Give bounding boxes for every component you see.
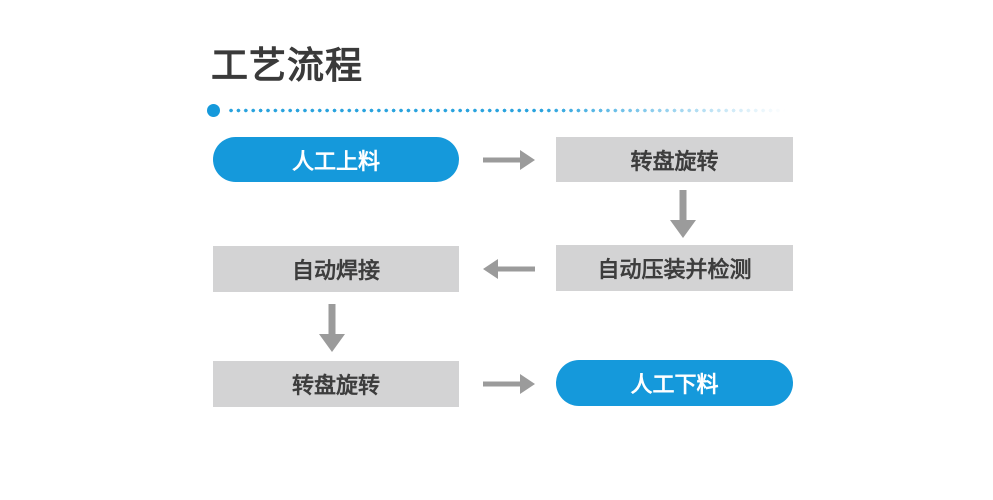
flow-node-label: 转盘旋转 bbox=[630, 148, 719, 174]
flow-node-turntable-rotation-2: 转盘旋转 bbox=[213, 361, 459, 407]
page-title: 工艺流程 bbox=[211, 45, 363, 86]
flow-node-label: 人工上料 bbox=[291, 148, 380, 174]
flow-node-turntable-rotation-1: 转盘旋转 bbox=[556, 137, 793, 182]
arrow-down-icon bbox=[319, 304, 345, 352]
flow-node-label: 自动焊接 bbox=[291, 258, 380, 283]
flow-node-label: 人工下料 bbox=[630, 372, 719, 397]
arrow-down-icon bbox=[670, 190, 696, 238]
flow-node-manual-unloading: 人工下料 bbox=[556, 360, 793, 406]
flow-node-auto-press-fit-and-inspection: 自动压装并检测 bbox=[556, 245, 793, 291]
arrow-left-icon bbox=[483, 259, 535, 279]
divider-lead-dot bbox=[207, 104, 220, 117]
dotted-divider bbox=[207, 104, 797, 117]
arrow-right-icon bbox=[483, 374, 535, 394]
divider-fade bbox=[228, 104, 797, 117]
flow-node-label: 转盘旋转 bbox=[291, 373, 380, 398]
flow-node-manual-loading: 人工上料 bbox=[213, 137, 459, 182]
flow-node-label: 自动压装并检测 bbox=[597, 257, 752, 282]
arrow-right-icon bbox=[483, 150, 535, 170]
flow-node-auto-welding: 自动焊接 bbox=[213, 246, 459, 292]
